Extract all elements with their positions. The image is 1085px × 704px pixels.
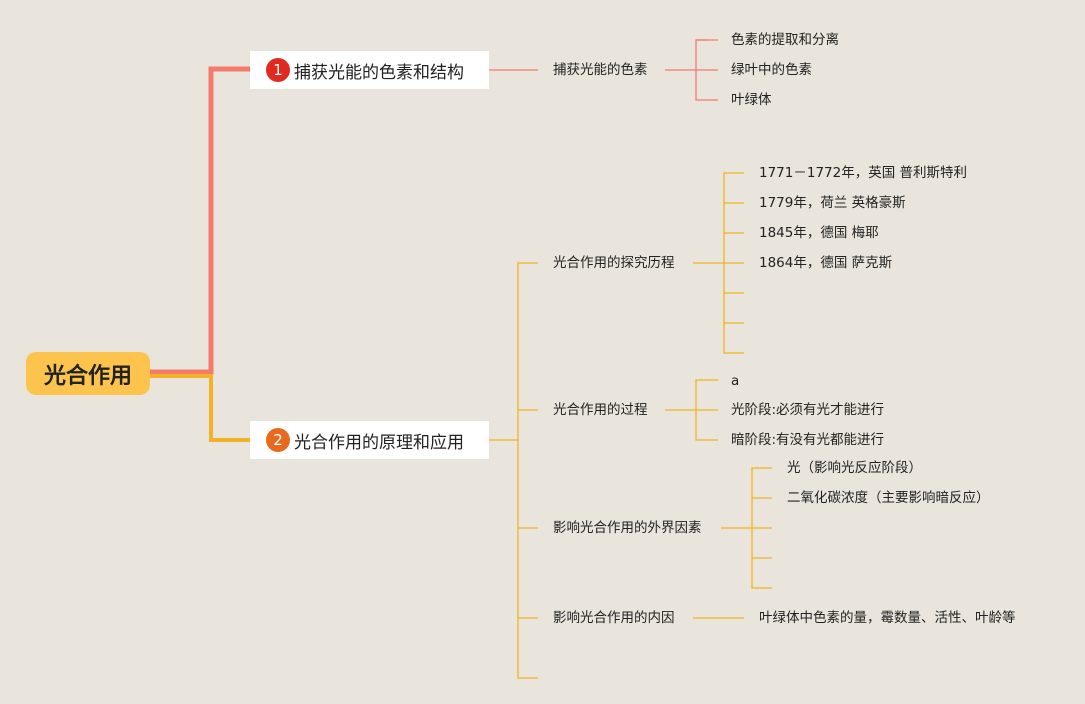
process-leaf[interactable]: 光阶段:必须有光才能进行 <box>731 402 885 418</box>
history-topic[interactable]: 光合作用的探究历程 <box>553 255 675 271</box>
branch1-label: 捕获光能的色素和结构 <box>294 62 464 83</box>
history-leaf[interactable]: 1771－1772年，英国 普利斯特利 <box>759 165 968 181</box>
history-leaf[interactable]: 1779年，荷兰 英格豪斯 <box>759 195 906 211</box>
branch1-number-badge: 1 <box>266 58 290 82</box>
branch1-node[interactable]: 1 捕获光能的色素和结构 <box>250 51 489 89</box>
process-topic[interactable]: 光合作用的过程 <box>553 402 648 418</box>
internal-factor-leaf[interactable]: 叶绿体中色素的量，霉数量、活性、叶龄等 <box>759 610 1016 626</box>
process-leaf[interactable]: a <box>731 373 740 389</box>
external-factor-leaf[interactable]: 光（影响光反应阶段） <box>787 460 922 476</box>
branch2-number-badge: 2 <box>266 428 290 452</box>
external-factor-leaf[interactable]: 二氧化碳浓度（主要影响暗反应） <box>787 490 990 506</box>
branch1-connectors <box>489 39 718 101</box>
pigment-topic[interactable]: 捕获光能的色素 <box>553 62 648 78</box>
root-label: 光合作用 <box>43 363 132 389</box>
pigment-leaf[interactable]: 色素的提取和分离 <box>731 32 839 48</box>
internal-factors-topic[interactable]: 影响光合作用的内因 <box>553 610 675 626</box>
branch2-connectors <box>489 172 772 679</box>
root-node[interactable]: 光合作用 <box>26 352 150 395</box>
history-leaf[interactable]: 1864年，德国 萨克斯 <box>759 255 893 271</box>
root-connectors <box>147 66 253 442</box>
history-leaf[interactable]: 1845年，德国 梅耶 <box>759 225 879 241</box>
external-factors-topic[interactable]: 影响光合作用的外界因素 <box>553 520 702 536</box>
branch2-label: 光合作用的原理和应用 <box>294 432 464 453</box>
pigment-leaf[interactable]: 叶绿体 <box>731 92 772 108</box>
pigment-leaf[interactable]: 绿叶中的色素 <box>731 62 812 78</box>
process-leaf[interactable]: 暗阶段:有没有光都能进行 <box>731 432 885 448</box>
branch2-node[interactable]: 2 光合作用的原理和应用 <box>250 421 489 459</box>
